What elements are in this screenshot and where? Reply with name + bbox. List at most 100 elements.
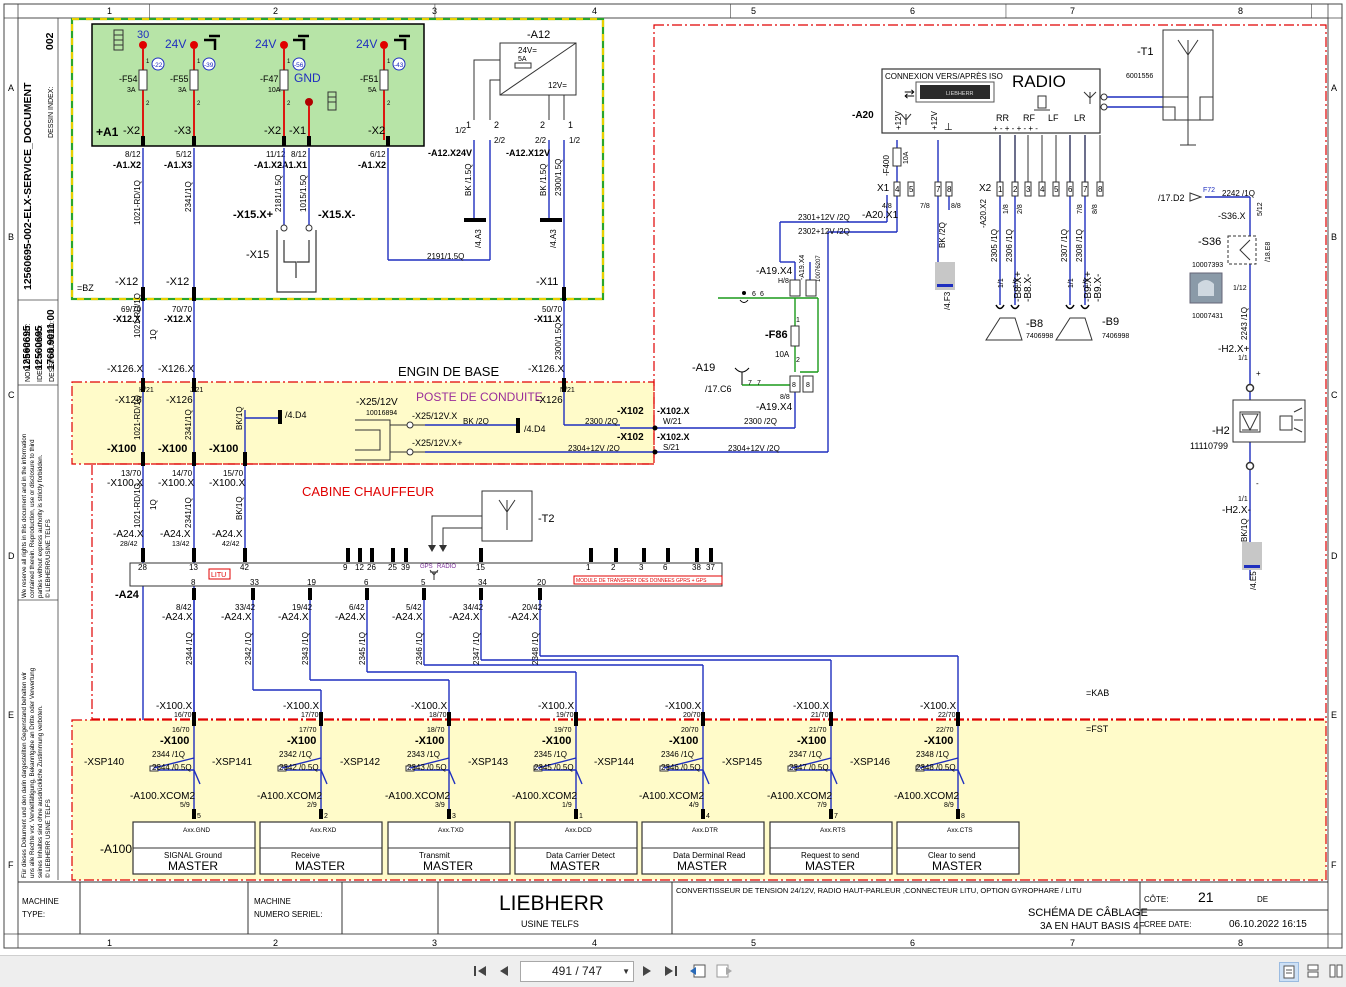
last-page-button[interactable] [662, 962, 680, 980]
a100-pinnum: 7 [834, 813, 838, 820]
a24-pin-block [695, 548, 699, 562]
a12-top: 24V= [518, 46, 537, 55]
go-forward-button[interactable] [715, 962, 733, 980]
col-number-bottom: 5 [751, 938, 756, 948]
f86-p2: 2 [796, 357, 800, 364]
next-page-button[interactable] [638, 962, 656, 980]
a20-x1-p1: 4/8 [882, 203, 892, 210]
a20-x2-p2: 2/8 [1017, 204, 1024, 214]
connector-stacks: -X1269/70-X12.X-X126.XH/21-X126-X1270/70… [107, 276, 575, 562]
prev-page-button[interactable] [495, 962, 513, 980]
a1-conn-label: -X2 [123, 125, 140, 137]
bus-wire-label: 2347 /1Q [472, 632, 481, 665]
tb-serial: NUMERO SERIEL: [254, 910, 322, 919]
fuse-body [138, 69, 148, 91]
h2-xplus: -H2.X+ [1218, 344, 1250, 355]
fuse-name: -F54 [119, 74, 138, 84]
x102-conn-1: -X102.X [657, 406, 690, 416]
wl-bk1q-a: BK/1Q [235, 406, 244, 430]
x102-label-2: -X102 [617, 432, 644, 443]
x100-bottom-conn: -X100.X [411, 701, 447, 712]
a24-bottom-terminal [479, 588, 483, 600]
x12-conn: -X12.X [113, 314, 141, 324]
svg-text:-: - [1256, 479, 1259, 488]
a100-pin: 3/9 [435, 802, 445, 809]
a100-terminal [701, 809, 705, 819]
a1-conn-label: -X1 [289, 125, 306, 137]
a1-xconn-label: -A1.X1 [279, 160, 307, 170]
a24-bottom-pin: 19 [307, 578, 316, 587]
b8-pin1: 1/1 [998, 278, 1005, 288]
a24-top-pin: 26 [367, 563, 376, 572]
fuse-body [279, 69, 289, 91]
x12-terminal [141, 287, 145, 301]
xsp-wire-label: 2342 /0.5Q [279, 763, 319, 772]
h2-beacon: -H2.X+ 1/1 + -H2 11110799 - 1/1 -H2.X- /… [1190, 344, 1306, 590]
a100-pinnum: 8 [961, 813, 965, 820]
first-page-button[interactable] [471, 962, 489, 980]
x100-bottom-conn: -X100.X [793, 701, 829, 712]
a12-pin2: 2/2 [494, 136, 506, 145]
a24-module: -A24 LITU GPS RADIO MODULE DE TRANSFERT … [113, 529, 723, 665]
wl-1q-a: 1Q [149, 329, 158, 340]
wire-labels: 1021-RD/1Q 2341/1Q 2181/1.5Q 1015/1.5Q 2… [133, 159, 1255, 542]
x100-bottom-conn: -X100.X [156, 701, 192, 712]
a100-pinnum: 3 [452, 813, 456, 820]
a19-ref: /17.C6 [705, 384, 732, 394]
proj-label-2: IDENT. NUMERO: [37, 325, 44, 382]
a20-x2-pinnum: 8 [1098, 185, 1103, 194]
bus-wire-label: 2348 /1Q [531, 632, 540, 665]
a24-bottom-conn: -A24.X [449, 612, 480, 623]
a20-f400: -F400 [882, 155, 891, 176]
a1-contents: +A1 30 24V 24V 24V -F543A-2212-F553A-391… [96, 29, 410, 170]
page-number-field[interactable]: 491 / 747 ▼ [520, 961, 634, 982]
wl-2302: 2302+12V /2Q [798, 227, 850, 236]
x100-bottom-pin: 22/70 [938, 712, 956, 719]
x100-bottom-label: -X100 [797, 735, 826, 747]
bus-wire-lower: 2345 /1Q [534, 750, 567, 759]
zone-cabine-label: CABINE CHAUFFEUR [302, 484, 434, 499]
a24-bottom-pin: 5 [421, 578, 426, 587]
x100-top-conn: -X100.X [107, 478, 143, 489]
a20-ch-rr: RR [996, 113, 1009, 123]
a100-block-desc: Clear to send [928, 851, 976, 860]
a12-x12: -A12.X12V [506, 148, 550, 158]
h2-code: 11110799 [1190, 441, 1228, 451]
a100-block-mode: MASTER [550, 859, 600, 873]
bus-wire-lower: 2342 /1Q [279, 750, 312, 759]
f86-p1: 1 [796, 317, 800, 324]
x100-bottom-pin: 20/70 [683, 712, 701, 719]
col-number-bottom: 4 [592, 938, 597, 948]
svg-text:2: 2 [387, 101, 391, 107]
a24-bottom-pinlabel: 8/42 [176, 603, 192, 612]
wire-paths [142, 96, 1251, 720]
x25-code: 10016894 [366, 410, 397, 417]
a24-bottom-conn: -A24.X [162, 612, 193, 623]
doc-id: 12560695-002-ELX-SERVICE_DOCUMENT [22, 82, 34, 290]
a24-bottom-terminal [192, 588, 196, 600]
a100-block-desc: Data Carrier Detect [546, 851, 616, 860]
wl-2305: 2305 /1Q [990, 229, 999, 262]
s36-pin: 5/12 [1257, 202, 1264, 216]
a12-pin1: 1/2 [455, 126, 467, 135]
a100-block-desc: Request to send [801, 851, 859, 860]
continuous-view-button[interactable] [1304, 962, 1322, 980]
a24-conn-1: -A24.X [113, 529, 144, 540]
a20-ch-lr: LR [1074, 113, 1086, 123]
go-back-button[interactable] [689, 962, 707, 980]
a24-top-pin: 12 [355, 563, 364, 572]
a24-bottom-conn: -A24.X [508, 612, 539, 623]
a24-pin-block [642, 548, 646, 562]
a100-pin: 8/9 [944, 802, 954, 809]
a20-x1-p3: 8/8 [951, 203, 961, 210]
facing-view-button[interactable] [1327, 962, 1345, 980]
a24-top-pin: 2 [611, 563, 616, 572]
single-page-view-button[interactable] [1279, 962, 1299, 982]
s36-ref: /17.D2 [1158, 193, 1185, 203]
wl-2341-b: 2341/1Q [184, 409, 193, 440]
a20-x2: X2 [979, 183, 992, 194]
x100-bottom-pin-b: 21/70 [809, 727, 827, 734]
a100-pinnum: 1 [579, 813, 583, 820]
a1-24v-1: 24V [165, 37, 186, 51]
